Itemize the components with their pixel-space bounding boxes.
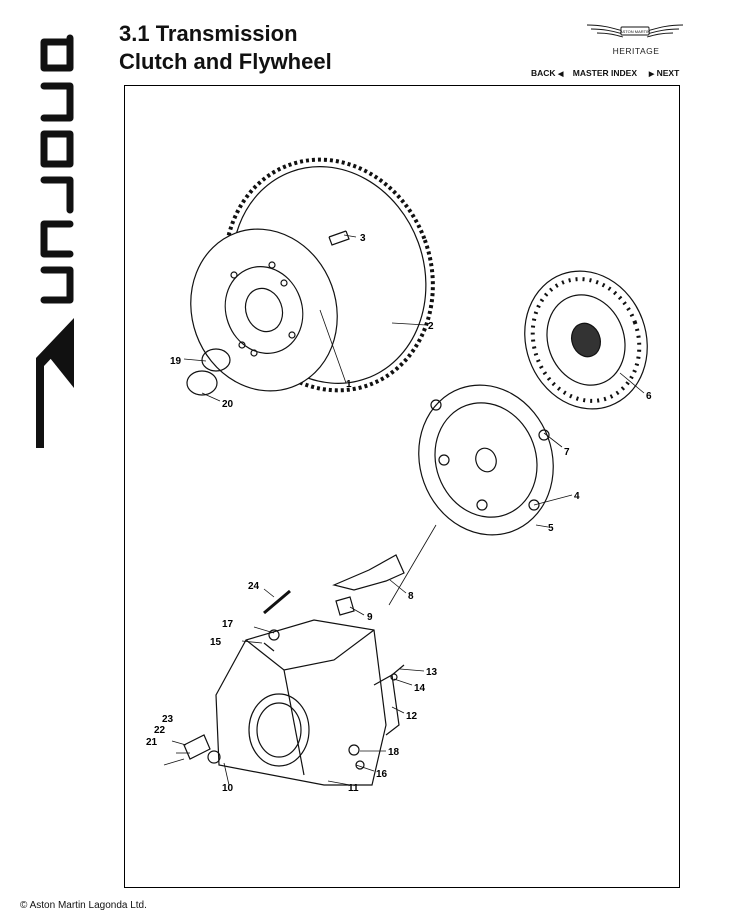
callout-3: 3 [360, 233, 366, 244]
clutch-disc [524, 270, 648, 410]
back-link[interactable]: BACK ◀ [531, 68, 563, 78]
callout-8: 8 [408, 591, 414, 602]
exploded-parts-diagram: 1 2 3 4 5 6 7 8 9 10 11 12 13 14 15 16 1… [146, 157, 652, 794]
callout-2: 2 [428, 321, 434, 332]
callout-1: 1 [346, 379, 352, 390]
callout-23: 23 [162, 714, 174, 725]
callout-10: 10 [222, 783, 234, 794]
brand-badge-text: ASTON MARTIN [620, 29, 650, 34]
vantage-side-logo [36, 34, 74, 448]
master-index-link[interactable]: MASTER INDEX [572, 68, 638, 78]
callout-14: 14 [414, 683, 426, 694]
nav-bar: BACK ◀ MASTER INDEX ▶ NEXT [531, 68, 679, 78]
back-arrow-icon: ◀ [557, 71, 564, 78]
callout-18: 18 [388, 747, 400, 758]
next-label: NEXT [656, 68, 680, 78]
back-label: BACK [531, 68, 556, 78]
callout-19: 19 [170, 356, 182, 367]
callout-6: 6 [646, 391, 652, 402]
callout-9: 9 [367, 612, 373, 623]
callout-4: 4 [574, 491, 580, 502]
diagram-frame [124, 85, 680, 888]
next-arrow-icon: ▶ [648, 71, 655, 78]
next-link[interactable]: ▶ NEXT [649, 68, 679, 78]
page-title: 3.1 Transmission Clutch and Flywheel [119, 20, 332, 76]
callout-11: 11 [348, 783, 359, 794]
brand-subtitle: HERITAGE [612, 46, 660, 56]
aston-martin-wings-logo: ASTON MARTIN [586, 24, 684, 38]
callout-labels: 1 2 3 4 5 6 7 8 9 10 11 12 13 14 15 16 1… [146, 233, 652, 794]
copyright-notice: © Aston Martin Lagonda Ltd. [20, 900, 147, 911]
callout-20: 20 [222, 399, 234, 410]
callout-13: 13 [426, 667, 438, 678]
flywheel [190, 228, 338, 392]
callout-24: 24 [248, 581, 260, 592]
title-line-2: Clutch and Flywheel [119, 49, 332, 74]
title-line-1: 3.1 Transmission [119, 21, 298, 46]
callout-21: 21 [146, 737, 158, 748]
callout-7: 7 [564, 447, 570, 458]
callout-16: 16 [376, 769, 388, 780]
callout-15: 15 [210, 637, 222, 648]
callout-5: 5 [548, 523, 554, 534]
callout-12: 12 [406, 711, 418, 722]
callout-17: 17 [222, 619, 234, 630]
bellhousing [215, 619, 400, 786]
pressure-plate [418, 384, 554, 536]
callout-22: 22 [154, 725, 166, 736]
